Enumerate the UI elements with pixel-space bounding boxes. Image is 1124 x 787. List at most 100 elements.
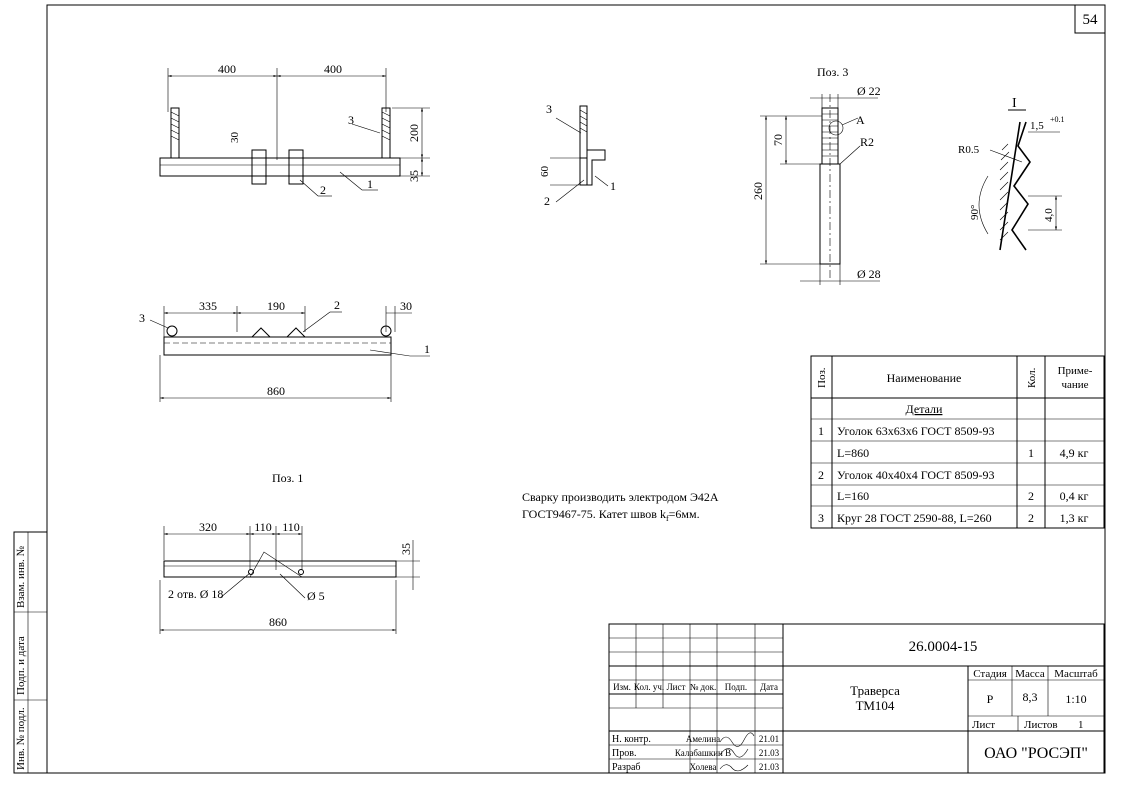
- dim-60-side: 60: [539, 166, 551, 178]
- spec-cell-note: 4,9 кг: [1060, 446, 1089, 460]
- title-block-col-header: Изм.: [613, 682, 631, 692]
- mass-label: Масса: [1015, 668, 1045, 680]
- pos1-dim-35: 35: [399, 543, 413, 555]
- spec-cell-name: L=860: [837, 446, 869, 460]
- mass-value: 8,3: [1023, 690, 1038, 704]
- top-label-1: 1: [367, 177, 373, 191]
- view-detail: I 1,5 +0.1 R0.5 90° 4,0: [958, 96, 1065, 251]
- spec-cell-name: Круг 28 ГОСТ 2590-88, L=260: [837, 511, 992, 525]
- plan-label-3: 3: [139, 311, 145, 325]
- spec-cell-qty: 2: [1028, 489, 1034, 503]
- sheets-label: Листов: [1024, 719, 1058, 731]
- spec-section: Детали: [906, 402, 943, 416]
- note-line-1: Сварку производить электродом Э42А: [522, 490, 719, 504]
- dim-860-plan: 860: [267, 384, 285, 398]
- spec-cell-qty: 1: [1028, 446, 1034, 460]
- signer-name: Калабашкин В: [675, 748, 731, 758]
- sheet-frame: [46, 4, 1106, 774]
- title-block-col-header: Кол. уч.: [634, 682, 664, 692]
- pos3-dim-70: 70: [771, 134, 785, 146]
- signer-name: Холева: [690, 762, 717, 772]
- sheets-value: 1: [1078, 719, 1084, 731]
- spec-rows: 1 Уголок 63х63х6 ГОСТ 8509-93L=860 1 4,9 кг…: [818, 424, 1088, 525]
- doc-code: 26.0004-15: [909, 639, 978, 655]
- spec-cell-qty: 2: [1028, 511, 1034, 525]
- spec-header-note-2: чание: [1061, 379, 1088, 391]
- sheet-number: 54: [1083, 12, 1099, 28]
- scale-value: 1:10: [1065, 692, 1086, 706]
- dim-190: 190: [267, 299, 285, 313]
- detail-title: I: [1012, 96, 1017, 111]
- view-pos1: Поз. 1 320 110 110 35 2 отв. Ø 18 Ø 5 86…: [159, 471, 420, 634]
- org-name: ОАО "РОСЭП": [984, 745, 1088, 762]
- signer-date: 21.03: [759, 748, 780, 758]
- spec-cell-note: 0,4 кг: [1060, 489, 1089, 503]
- part-name-1: Траверса: [850, 683, 900, 698]
- plan-label-1: 1: [424, 342, 430, 356]
- pos3-label-r2: R2: [860, 135, 874, 149]
- spec-cell-name: Уголок 63х63х6 ГОСТ 8509-93: [837, 424, 995, 438]
- pos3-dia-28: Ø 28: [857, 267, 881, 281]
- view-pos3: Поз. 3 Ø 22 Ø 28 70 260 A R2: [751, 65, 881, 285]
- signer-name: Амелина: [686, 734, 720, 744]
- dim-30-plan: 30: [400, 299, 412, 313]
- detail-angle: 90°: [969, 205, 981, 220]
- stamp-replace-inv: Взам. инв. №: [15, 546, 27, 608]
- pos3-dia-22: Ø 22: [857, 84, 881, 98]
- title-block: 26.0004-15 Траверса ТМ104 Стадия Масса М…: [608, 623, 1105, 774]
- spec-cell-pos: 2: [818, 468, 824, 482]
- stamp-inv-orig: Инв. № подл.: [15, 707, 27, 770]
- signature-3: [719, 764, 749, 772]
- side-stamp: Взам. инв. № Подп. и дата Инв. № подл.: [13, 531, 48, 774]
- signature-1: [719, 732, 755, 747]
- spec-table: Поз. Наименование Кол. Приме- чание Дета…: [810, 355, 1105, 529]
- spec-cell-name: L=160: [837, 489, 869, 503]
- detail-r05: R0.5: [958, 144, 980, 156]
- pos1-dia-5: Ø 5: [307, 589, 325, 603]
- sheet-label: Лист: [972, 719, 995, 731]
- spec-header-note-1: Приме-: [1058, 365, 1093, 377]
- title-block-col-header: Лист: [667, 682, 686, 692]
- part-name-2: ТМ104: [856, 698, 895, 713]
- pos1-dim-110b: 110: [282, 520, 300, 534]
- signer-date: 21.03: [759, 762, 780, 772]
- pos1-dim-110a: 110: [254, 520, 272, 534]
- side-label-3: 3: [546, 102, 552, 116]
- stamp-sign-date: Подп. и дата: [15, 636, 27, 695]
- signer-role: Н. контр.: [612, 734, 651, 745]
- spec-cell-note: 1,3 кг: [1060, 511, 1089, 525]
- dim-400-left: 400: [218, 62, 236, 76]
- scale-label: Масштаб: [1054, 668, 1098, 680]
- spec-header-name: Наименование: [887, 371, 962, 385]
- spec-cell-pos: 1: [818, 424, 824, 438]
- pos1-dim-320: 320: [199, 520, 217, 534]
- side-label-1: 1: [610, 179, 616, 193]
- dim-400-right: 400: [324, 62, 342, 76]
- stage-value: Р: [987, 692, 994, 706]
- pos3-title: Поз. 3: [817, 65, 848, 79]
- side-label-2: 2: [544, 194, 550, 208]
- signer-role: Пров.: [612, 748, 636, 759]
- plan-label-2: 2: [334, 298, 340, 312]
- top-label-3: 3: [348, 113, 354, 127]
- pos1-dim-860: 860: [269, 615, 287, 629]
- spec-header-qty: Кол.: [1026, 367, 1038, 388]
- title-block-col-header: № док.: [690, 682, 717, 692]
- spec-cell-name: Уголок 40х40х4 ГОСТ 8509-93: [837, 468, 995, 482]
- note-line-2: ГОСТ9467-75. Катет швов kf=6мм.: [522, 507, 700, 523]
- dim-335: 335: [199, 299, 217, 313]
- title-block-col-header: Подп.: [725, 682, 747, 692]
- sheet-number-box: [1074, 4, 1106, 34]
- view-top: 400 400 200 35 30 3 2 1: [159, 62, 430, 197]
- pos3-dim-260: 260: [751, 182, 765, 200]
- dim-35-top: 35: [407, 170, 421, 182]
- signer-date: 21.01: [759, 734, 779, 744]
- dim-30-top: 30: [229, 132, 241, 144]
- signer-role: Разраб: [612, 762, 640, 773]
- pos1-title: Поз. 1: [272, 471, 303, 485]
- dim-200: 200: [407, 124, 421, 142]
- view-plan: 335 190 30 860 3 2 1: [139, 298, 430, 402]
